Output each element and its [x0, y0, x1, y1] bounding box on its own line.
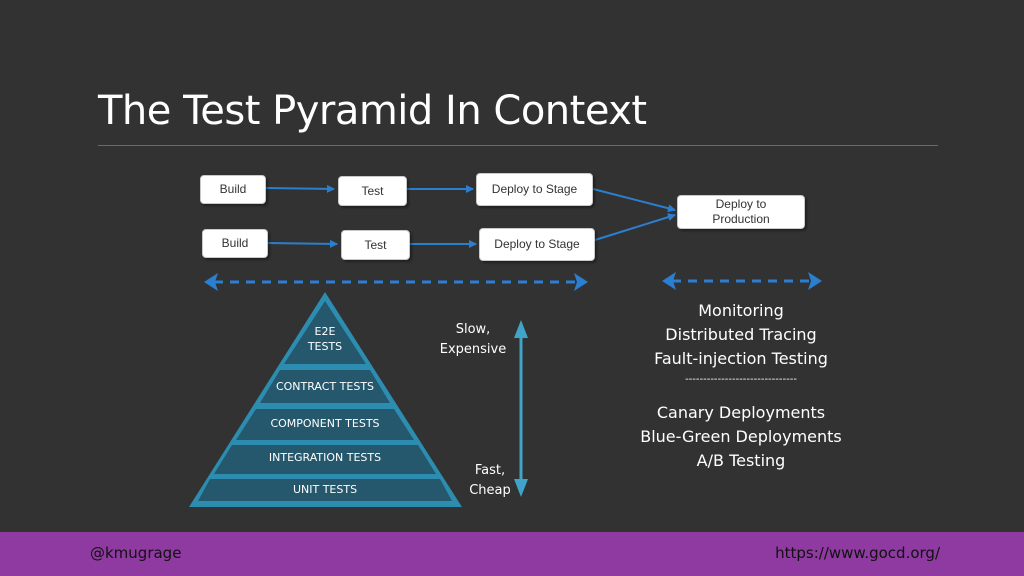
arrow-build-test-1 [265, 184, 335, 193]
arrow-build-test-2 [265, 239, 338, 248]
pyramid-label-integration: INTEGRATION TESTS [268, 451, 382, 464]
pyramid-level-component [236, 409, 414, 440]
practice-canary: Canary Deployments [656, 403, 826, 422]
practice-distributed-tracing: Distributed Tracing [665, 325, 817, 344]
pyramid-label-contract: CONTRACT TESTS [275, 380, 375, 393]
fast-cheap-label: Fast, Cheap [469, 463, 511, 498]
practices-list: Monitoring Distributed Tracing Fault-inj… [620, 299, 862, 473]
pyramid-label-e2e: E2E TESTS [307, 325, 343, 353]
pyramid-level-unit [198, 479, 452, 501]
arrow-stage1-prod [592, 188, 676, 213]
deploy-production-box: Deploy to Production [677, 195, 805, 229]
pyramid-level-contract [260, 370, 390, 403]
pyramid-label-unit: UNIT TESTS [292, 483, 358, 496]
deploy-stage-box-2: Deploy to Stage [479, 228, 595, 261]
practice-monitoring: Monitoring [698, 301, 784, 320]
span-arrow-right [662, 272, 822, 290]
pyramid-label-component: COMPONENT TESTS [270, 417, 380, 430]
slide-title: The Test Pyramid In Context [98, 88, 647, 134]
build-box-1: Build [200, 175, 266, 204]
span-arrow-left [204, 273, 588, 291]
slow-expensive-label: Slow, Expensive [439, 322, 507, 357]
cost-speed-arrow-head-bottom [514, 479, 528, 497]
arrow-stage2-prod [594, 213, 676, 241]
test-pyramid [189, 292, 462, 507]
practice-fault-injection: Fault-injection Testing [654, 349, 828, 368]
practice-blue-green: Blue-Green Deployments [640, 427, 842, 446]
pyramid-level-integration [214, 445, 436, 474]
title-divider [98, 145, 938, 146]
footer-handle: @kmugrage [90, 544, 182, 562]
practice-separator: ------------------------------- [685, 374, 797, 385]
test-box-1: Test [338, 176, 407, 206]
footer-bar: @kmugrage https://www.gocd.org/ [0, 532, 1024, 576]
build-box-2: Build [202, 229, 268, 258]
deploy-stage-box-1: Deploy to Stage [476, 173, 593, 206]
cost-speed-arrow-head-top [514, 320, 528, 338]
test-box-2: Test [341, 230, 410, 260]
pyramid-level-e2e [284, 301, 366, 364]
footer-url: https://www.gocd.org/ [775, 544, 940, 562]
practice-ab-testing: A/B Testing [696, 451, 786, 470]
